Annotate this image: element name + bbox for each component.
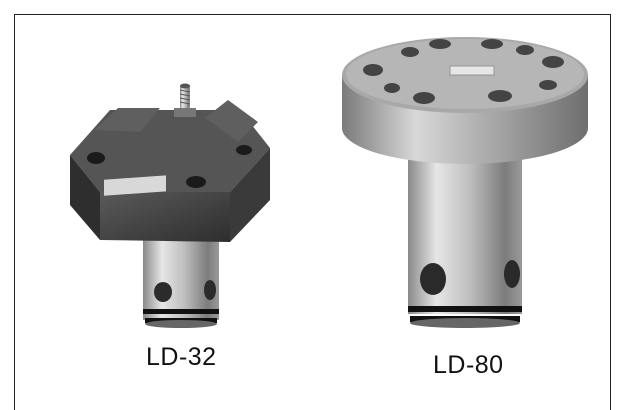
ld80-valve-image — [342, 37, 588, 328]
ld32-port-hole — [204, 280, 216, 300]
ld32-body-left — [70, 155, 100, 240]
ld32-cylinder — [143, 232, 219, 320]
ld80-nameplate — [449, 65, 495, 76]
ld80-oring — [408, 306, 522, 312]
ld32-body-right — [230, 148, 270, 242]
ld32-body-front — [100, 192, 230, 242]
ld32-label: LD-32 — [146, 343, 217, 371]
ld32-nameplate — [104, 175, 166, 196]
ld80-bolt-holes — [363, 39, 564, 104]
ld32-oring — [143, 309, 219, 314]
ld80-port-hole — [420, 263, 446, 295]
figure-frame — [14, 14, 611, 410]
ld80-label: LD-80 — [433, 351, 504, 379]
ld80-port-hole — [504, 260, 520, 288]
ld32-stud — [180, 85, 190, 115]
ld32-port-hole — [154, 282, 172, 302]
ld32-valve-image — [70, 83, 270, 328]
